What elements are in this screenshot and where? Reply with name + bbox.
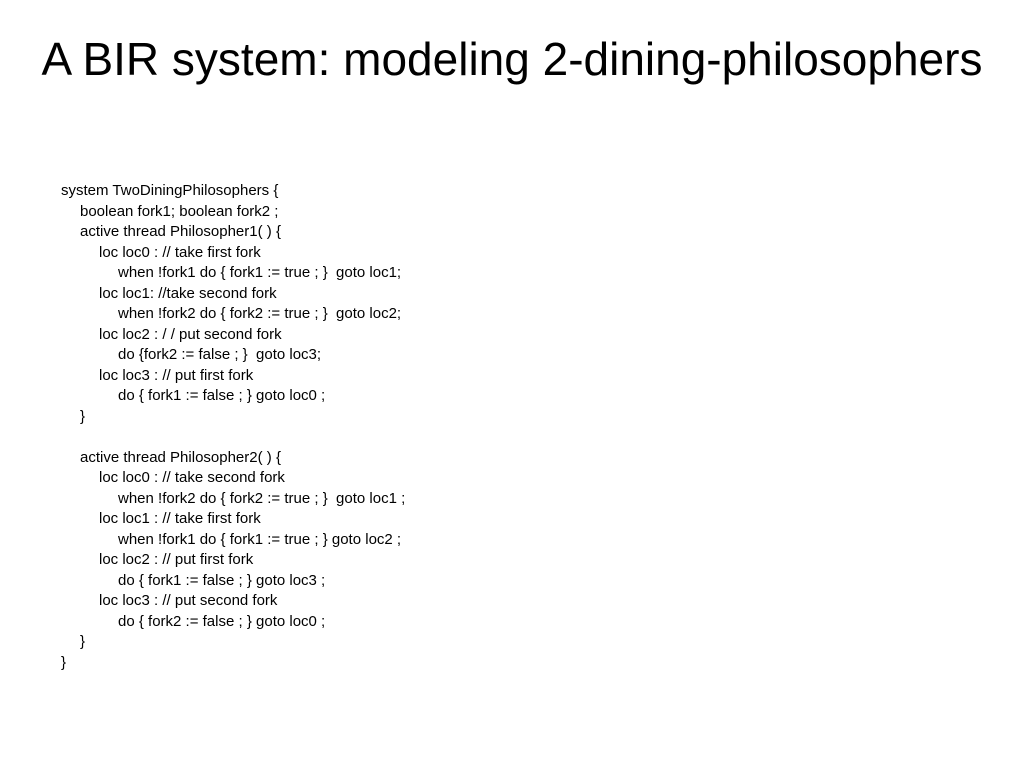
code-line: when !fork1 do { fork1 := true ; } goto … xyxy=(118,530,402,548)
code-line: active thread Philosopher1( ) { xyxy=(80,223,281,240)
code-line: loc loc0 : // take first fork xyxy=(99,243,261,261)
code-line: loc loc3 : // put first fork xyxy=(99,366,254,384)
code-line xyxy=(61,427,981,448)
code-block: system TwoDiningPhilosophers { boolean fo… xyxy=(61,181,981,673)
code-line: do {fork2 := false ; } goto loc3; xyxy=(118,346,322,363)
slide-title: A BIR system: modeling 2-dining-philosop… xyxy=(41,33,983,85)
code-line: loc loc2 : // put first fork xyxy=(99,551,254,568)
code-line: do { fork2 := false ; } goto loc0 ; xyxy=(118,612,326,630)
code-line: loc loc3 : // put second fork xyxy=(99,592,278,609)
code-line: loc loc1: //take second fork xyxy=(99,284,277,302)
code-line: loc loc1 : // take first fork xyxy=(99,510,261,527)
code-line: do { fork1 := false ; } goto loc0 ; xyxy=(118,387,326,404)
code-line: loc loc0 : // take second fork xyxy=(99,469,285,486)
code-line: when !fork2 do { fork2 := true ; } goto … xyxy=(118,305,402,322)
code-line: when !fork1 do { fork1 := true ; } goto … xyxy=(118,264,402,281)
code-line: } xyxy=(80,407,86,425)
code-line: active thread Philosopher2( ) { xyxy=(80,448,281,466)
code-line: loc loc2 : / / put second fork xyxy=(99,325,282,343)
code-line: do { fork1 := false ; } goto loc3 ; xyxy=(118,571,326,589)
code-line: when !fork2 do { fork2 := true ; } goto … xyxy=(118,489,406,507)
code-line: } xyxy=(61,653,67,671)
code-line: system TwoDiningPhilosophers { xyxy=(61,182,279,199)
code-line: } xyxy=(80,633,86,650)
code-line: boolean fork1; boolean fork2 ; xyxy=(80,202,279,220)
